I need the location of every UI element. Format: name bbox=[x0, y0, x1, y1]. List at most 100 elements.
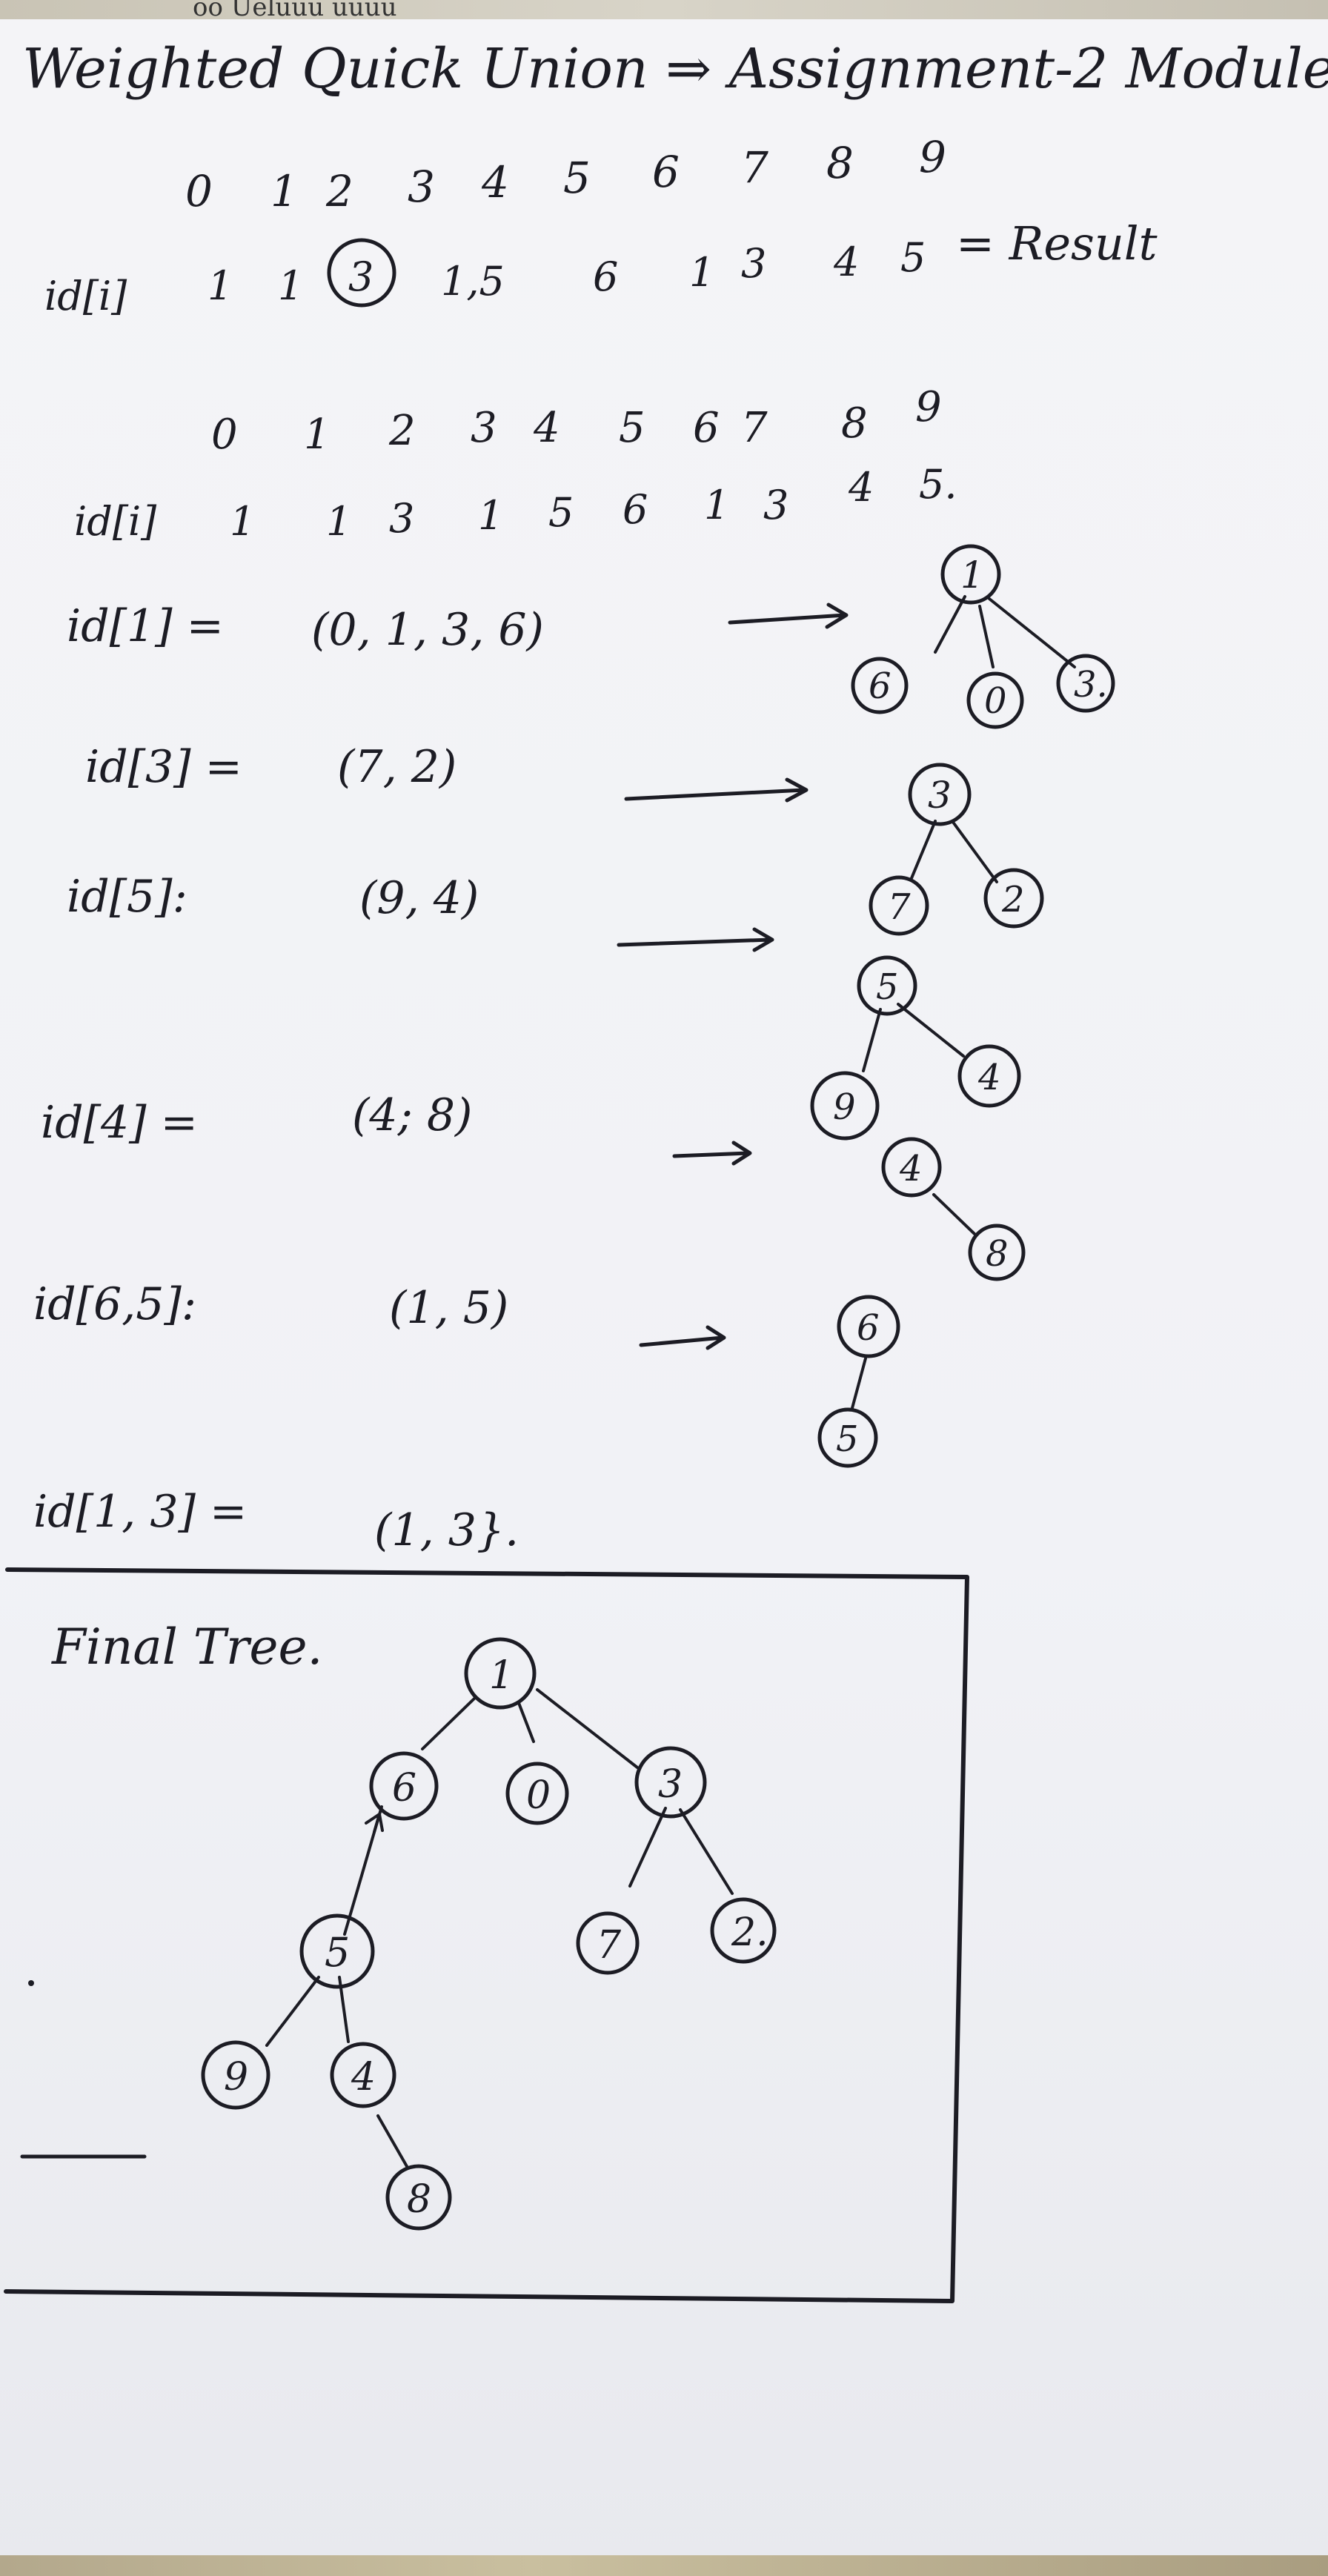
id-label: id[i] bbox=[44, 273, 127, 319]
mini-tree-3: 5 9 4 bbox=[810, 955, 1021, 1141]
index-6: 6 bbox=[693, 404, 720, 452]
final-node: 0 bbox=[505, 1762, 569, 1825]
svg-text:5: 5 bbox=[876, 966, 899, 1008]
svg-text:3.: 3. bbox=[1074, 664, 1108, 706]
top-strip-text: oo Ueluuu uuuu bbox=[193, 0, 397, 22]
result-label: = Result bbox=[956, 216, 1158, 270]
top-edge-strip: oo Ueluuu uuuu bbox=[0, 0, 1328, 22]
step-lhs: id[3] = bbox=[85, 741, 242, 793]
svg-text:6: 6 bbox=[857, 1307, 880, 1349]
svg-text:1: 1 bbox=[960, 554, 984, 597]
svg-text:1: 1 bbox=[489, 1653, 514, 1698]
final-tree-caption: Final Tree. bbox=[51, 1619, 323, 1676]
index-8: 8 bbox=[841, 399, 868, 448]
index-8: 8 bbox=[826, 138, 854, 188]
step-lhs: id[6,5]: bbox=[33, 1278, 196, 1330]
index-3: 3 bbox=[408, 162, 435, 212]
final-node: 2. bbox=[710, 1897, 777, 1964]
index-7: 7 bbox=[741, 404, 768, 452]
index-2: 2 bbox=[325, 166, 353, 216]
svg-text:6: 6 bbox=[392, 1766, 416, 1810]
svg-text:4: 4 bbox=[899, 1148, 923, 1189]
step-lhs: id[5]: bbox=[67, 871, 187, 923]
step-lhs: id[1, 3] = bbox=[33, 1486, 247, 1538]
value-0: 1 bbox=[208, 262, 233, 309]
section2-id-row: id[i] 1 1 3 1 5 6 1 3 4 5. bbox=[74, 461, 957, 545]
index-5: 5 bbox=[619, 404, 645, 452]
mini-tree-1: 1 6 0 3. bbox=[851, 544, 1115, 729]
index-0: 0 bbox=[185, 166, 213, 216]
value-0: 1 bbox=[230, 498, 255, 545]
step-lhs: id[4] = bbox=[41, 1097, 198, 1149]
svg-text:7: 7 bbox=[597, 1923, 622, 1968]
arrow-icon bbox=[672, 1141, 752, 1166]
value-1: 1 bbox=[326, 498, 351, 545]
index-9: 9 bbox=[915, 383, 942, 431]
index-6: 6 bbox=[652, 147, 680, 197]
value-4: 6 bbox=[593, 253, 618, 300]
section2-index-row: 0 1 2 3 4 5 6 7 8 9 bbox=[211, 383, 942, 459]
value-1: 1 bbox=[278, 262, 303, 309]
final-tree-edges bbox=[265, 1688, 734, 2169]
id-label: id[i] bbox=[74, 498, 157, 545]
svg-text:2: 2 bbox=[1001, 879, 1025, 920]
value-2-circled: 3 bbox=[348, 253, 374, 300]
mini-tree-4: 4 8 bbox=[881, 1137, 1026, 1281]
svg-text:7: 7 bbox=[888, 886, 911, 928]
value-2: 3 bbox=[389, 495, 414, 542]
index-2: 2 bbox=[388, 407, 416, 455]
page-title: Weighted Quick Union ⇒ Assignment-2 Modu… bbox=[22, 37, 1328, 101]
svg-text:4: 4 bbox=[977, 1057, 1001, 1098]
value-9: 5. bbox=[919, 461, 957, 508]
value-3: 1,5 bbox=[441, 258, 505, 305]
index-1: 1 bbox=[304, 411, 331, 459]
step-6: id[1, 3] = (1, 3}. bbox=[33, 1486, 519, 1556]
value-8: 5 bbox=[900, 234, 926, 281]
svg-text:8: 8 bbox=[986, 1233, 1009, 1275]
arrow-icon bbox=[365, 1813, 384, 1833]
mini-tree-2: 3 7 2 bbox=[869, 763, 1044, 936]
svg-text:5: 5 bbox=[836, 1418, 859, 1460]
svg-text:3: 3 bbox=[658, 1762, 683, 1807]
section1-id-row: id[i] 1 1 3 1,5 6 1 3 4 5 = Result bbox=[44, 216, 1158, 319]
svg-text:0: 0 bbox=[984, 680, 1007, 722]
value-4: 5 bbox=[548, 489, 574, 536]
svg-text:9: 9 bbox=[224, 2055, 248, 2099]
value-6: 3 bbox=[741, 240, 766, 287]
value-3: 1 bbox=[478, 492, 503, 539]
arrow-icon bbox=[728, 602, 849, 629]
step-rhs: (1, 3}. bbox=[374, 1504, 519, 1556]
step-rhs: (4; 8) bbox=[352, 1089, 472, 1141]
svg-text:3: 3 bbox=[928, 774, 952, 817]
index-5: 5 bbox=[563, 153, 591, 203]
final-node: 7 bbox=[576, 1911, 640, 1975]
index-9: 9 bbox=[919, 132, 946, 182]
index-7: 7 bbox=[741, 142, 768, 193]
step-rhs: (7, 2) bbox=[337, 741, 456, 793]
svg-text:8: 8 bbox=[407, 2177, 431, 2222]
arrow-icon bbox=[639, 1325, 726, 1350]
final-node: 6 bbox=[369, 1751, 439, 1821]
arrow-icon bbox=[624, 777, 809, 803]
final-tree-box: Final Tree. 1 6 0 3 5 7 bbox=[4, 1567, 969, 2303]
arrow-icon bbox=[617, 927, 774, 952]
final-node: 3 bbox=[634, 1746, 707, 1819]
value-8: 4 bbox=[848, 464, 874, 511]
value-7: 4 bbox=[833, 239, 859, 285]
step-3: id[5]: (9, 4) bbox=[67, 871, 774, 952]
mini-tree-5: 6 5 bbox=[817, 1295, 900, 1468]
svg-text:0: 0 bbox=[526, 1773, 551, 1818]
step-rhs: (0, 1, 3, 6) bbox=[311, 604, 544, 656]
svg-text:9: 9 bbox=[833, 1086, 856, 1128]
final-node: 4 bbox=[330, 2042, 396, 2108]
svg-text:5: 5 bbox=[325, 1929, 350, 1976]
final-node: 9 bbox=[201, 2040, 270, 2110]
index-4: 4 bbox=[481, 157, 509, 208]
value-5: 1 bbox=[689, 249, 714, 296]
index-4: 4 bbox=[533, 404, 560, 452]
step-lhs: id[1] = bbox=[67, 600, 224, 652]
final-node: 8 bbox=[385, 2164, 452, 2231]
step-4: id[4] = (4; 8) bbox=[41, 1089, 752, 1166]
step-rhs: (1, 5) bbox=[389, 1282, 508, 1334]
